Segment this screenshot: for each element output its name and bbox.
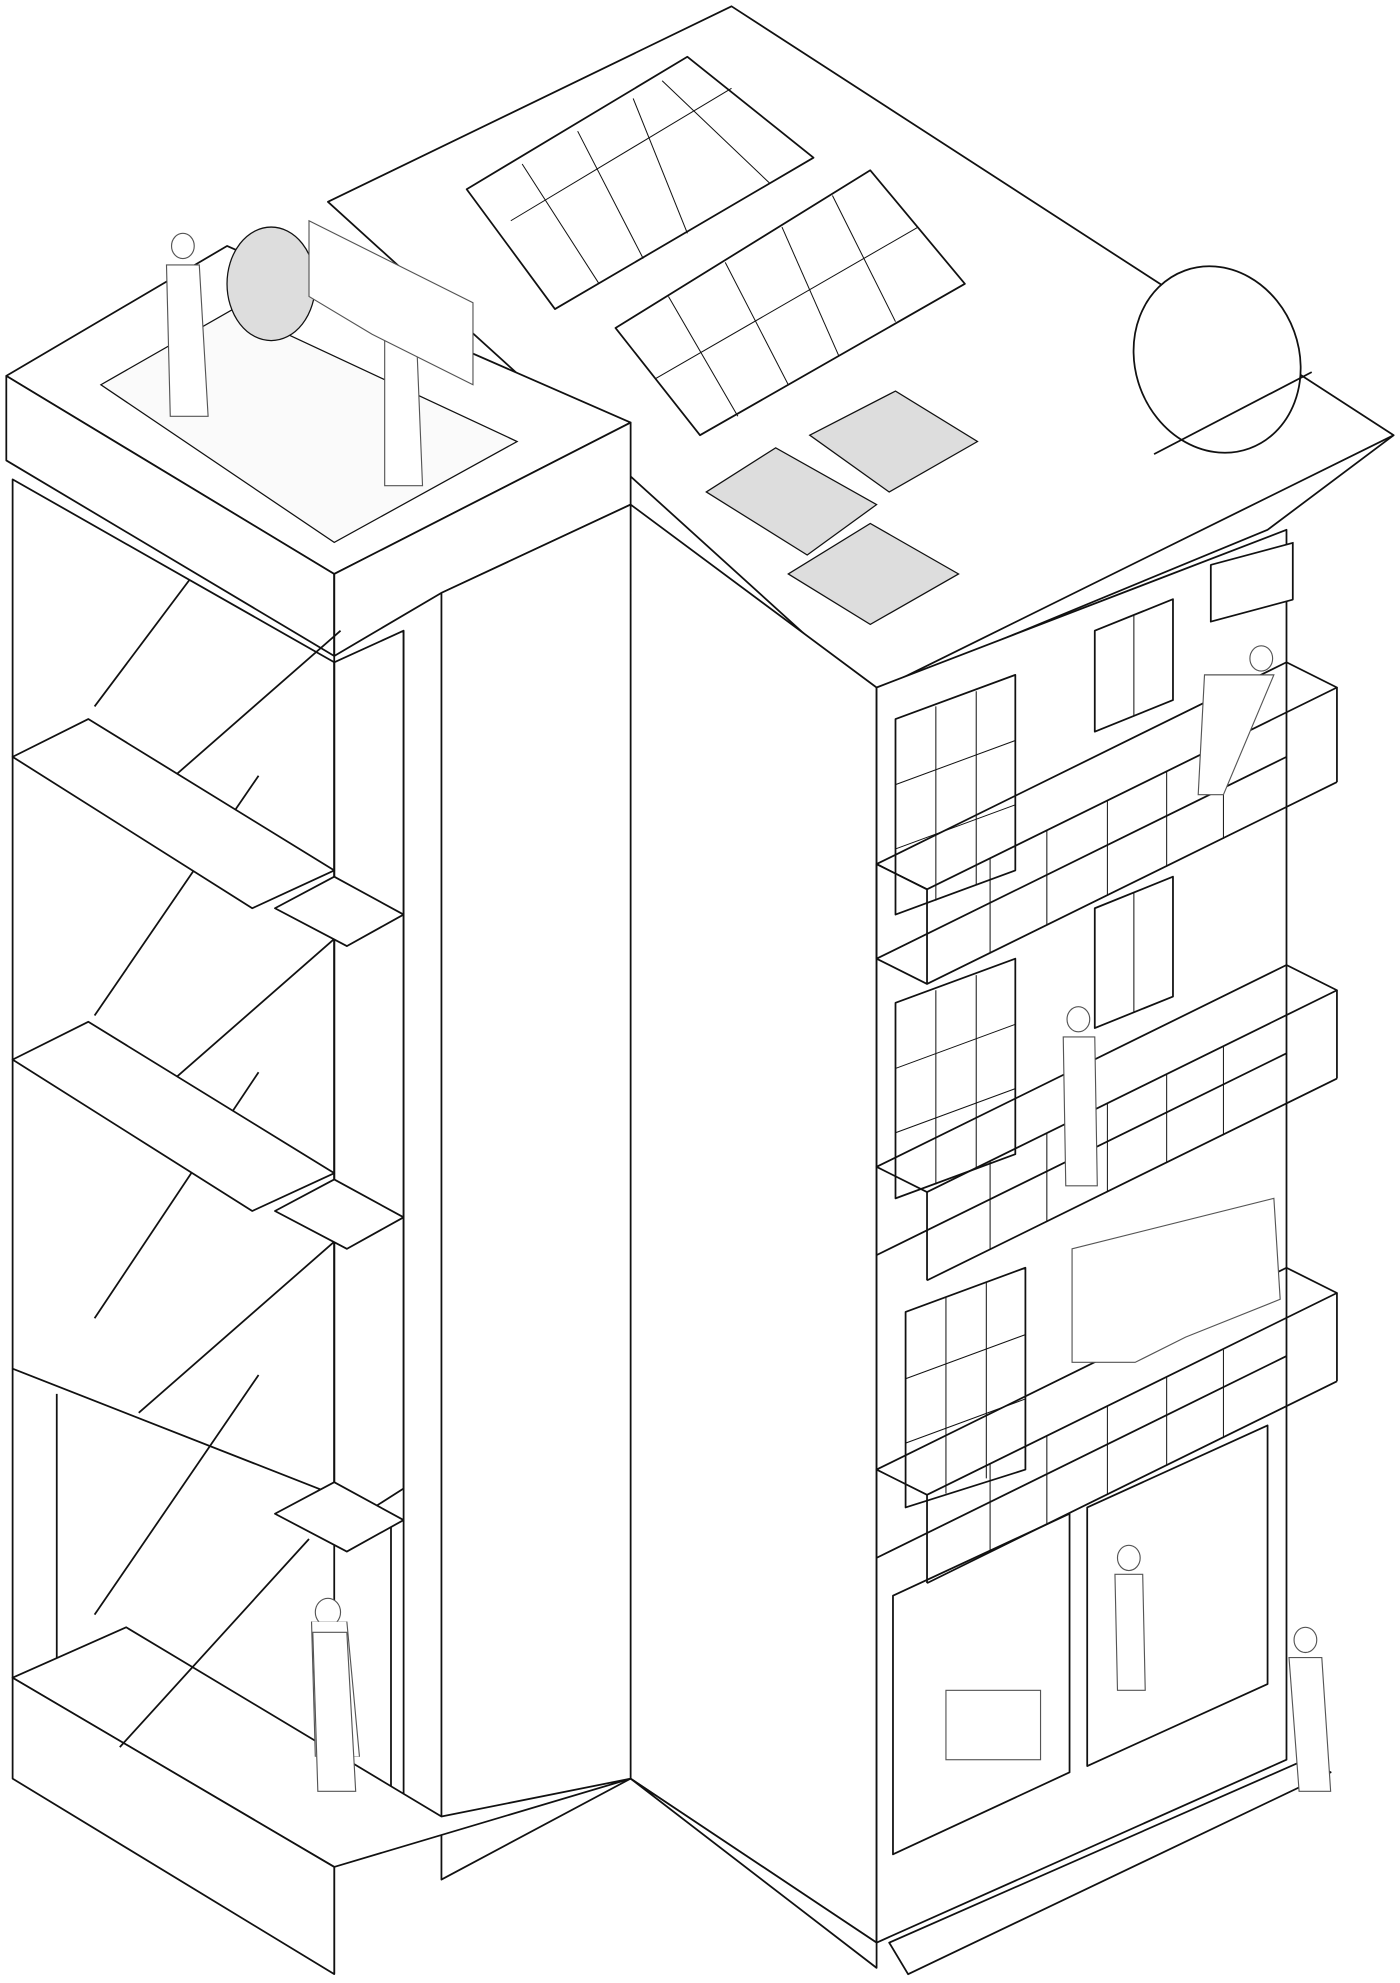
drying-mats — [705, 390, 979, 626]
rooftop-dish-icon — [226, 226, 316, 342]
laundry — [308, 219, 1281, 1363]
staircase — [11, 579, 405, 1748]
people — [165, 232, 1332, 1792]
satellite-dish-icon — [1132, 265, 1313, 455]
ac-unit — [1209, 541, 1294, 623]
windows — [894, 598, 1174, 1509]
solar-panel-2 — [614, 169, 966, 437]
shop-fronts — [892, 1424, 1269, 1856]
solar-panel-1 — [465, 55, 815, 310]
